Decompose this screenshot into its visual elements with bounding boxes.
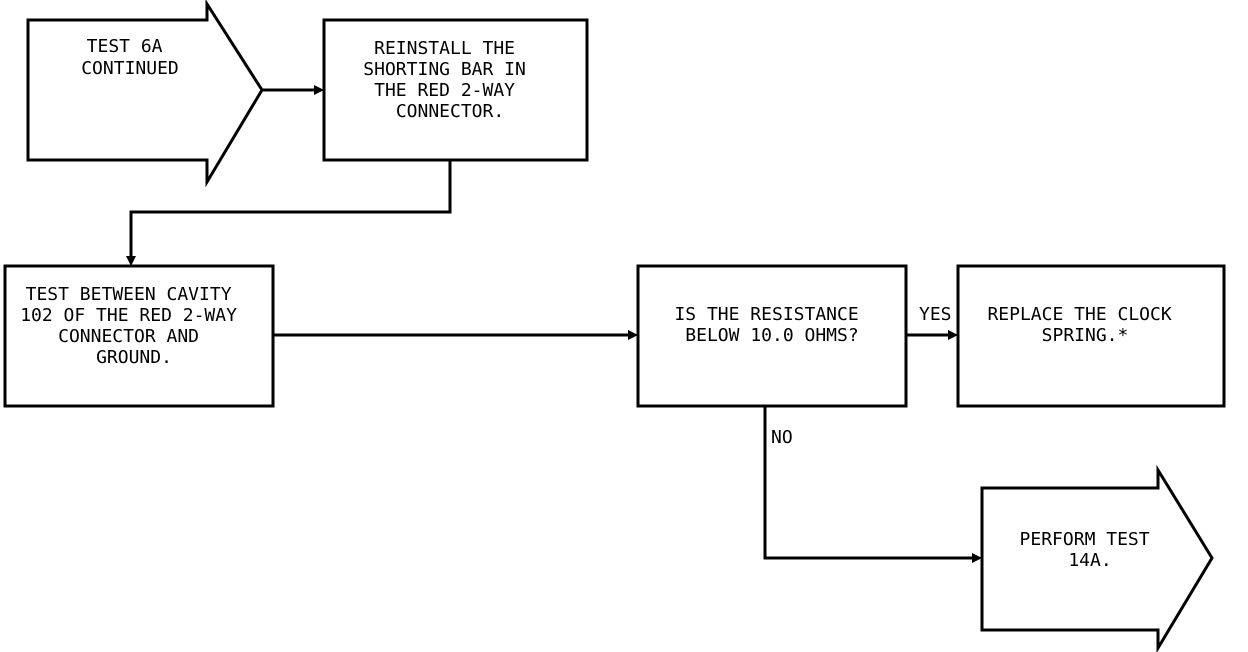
question-label: IS THE RESISTANCE BELOW 10.0 OHMS? [674,304,869,346]
reinstall-label: REINSTALL THE SHORTING BAR IN THE RED 2-… [363,38,536,122]
test-between-label-line: CONNECTOR AND [58,326,199,347]
reinstall-label-line: CONNECTOR. [396,101,504,122]
arrowhead [628,330,638,340]
start-arrow-shape [26,0,264,188]
replace-box [956,264,1226,408]
no-label: NO [771,427,793,448]
test-between-label-line: TEST BETWEEN CAVITY [26,284,232,305]
test-between-label-line: GROUND. [96,347,172,368]
replace-label-line: REPLACE THE CLOCK [987,304,1171,325]
arrowhead [972,553,982,563]
test-between-label-line: 102 OF THE RED 2-WAY [20,305,237,326]
test-between-label: TEST BETWEEN CAVITY 102 OF THE RED 2-WAY… [20,284,248,368]
replace-label: REPLACE THE CLOCK SPRING.* [987,304,1182,346]
perform-arrow-shape [980,464,1214,652]
start-label-line: CONTINUED [81,58,179,79]
perform-label-line: PERFORM TEST [1020,529,1150,550]
reinstall-label-line: THE RED 2-WAY [374,80,515,101]
reinstall-label-line: SHORTING BAR IN [363,59,526,80]
arrowhead [314,85,324,95]
edge-no [763,406,974,560]
start-label-line: TEST 6A [87,36,163,57]
edge-reinstall-to-test [129,160,452,258]
arrowhead [948,330,958,340]
reinstall-box [322,18,589,162]
yes-label: YES [919,304,952,325]
perform-label-line: 14A. [1068,550,1111,571]
question-label-line: BELOW 10.0 OHMS? [685,325,858,346]
perform-label: PERFORM TEST 14A. [1020,529,1161,571]
replace-label-line: SPRING.* [1042,325,1129,346]
question-label-line: IS THE RESISTANCE [674,304,858,325]
reinstall-label-line: REINSTALL THE [374,38,515,59]
start-label: TEST 6A CONTINUED [81,36,179,79]
arrowhead [126,256,136,266]
